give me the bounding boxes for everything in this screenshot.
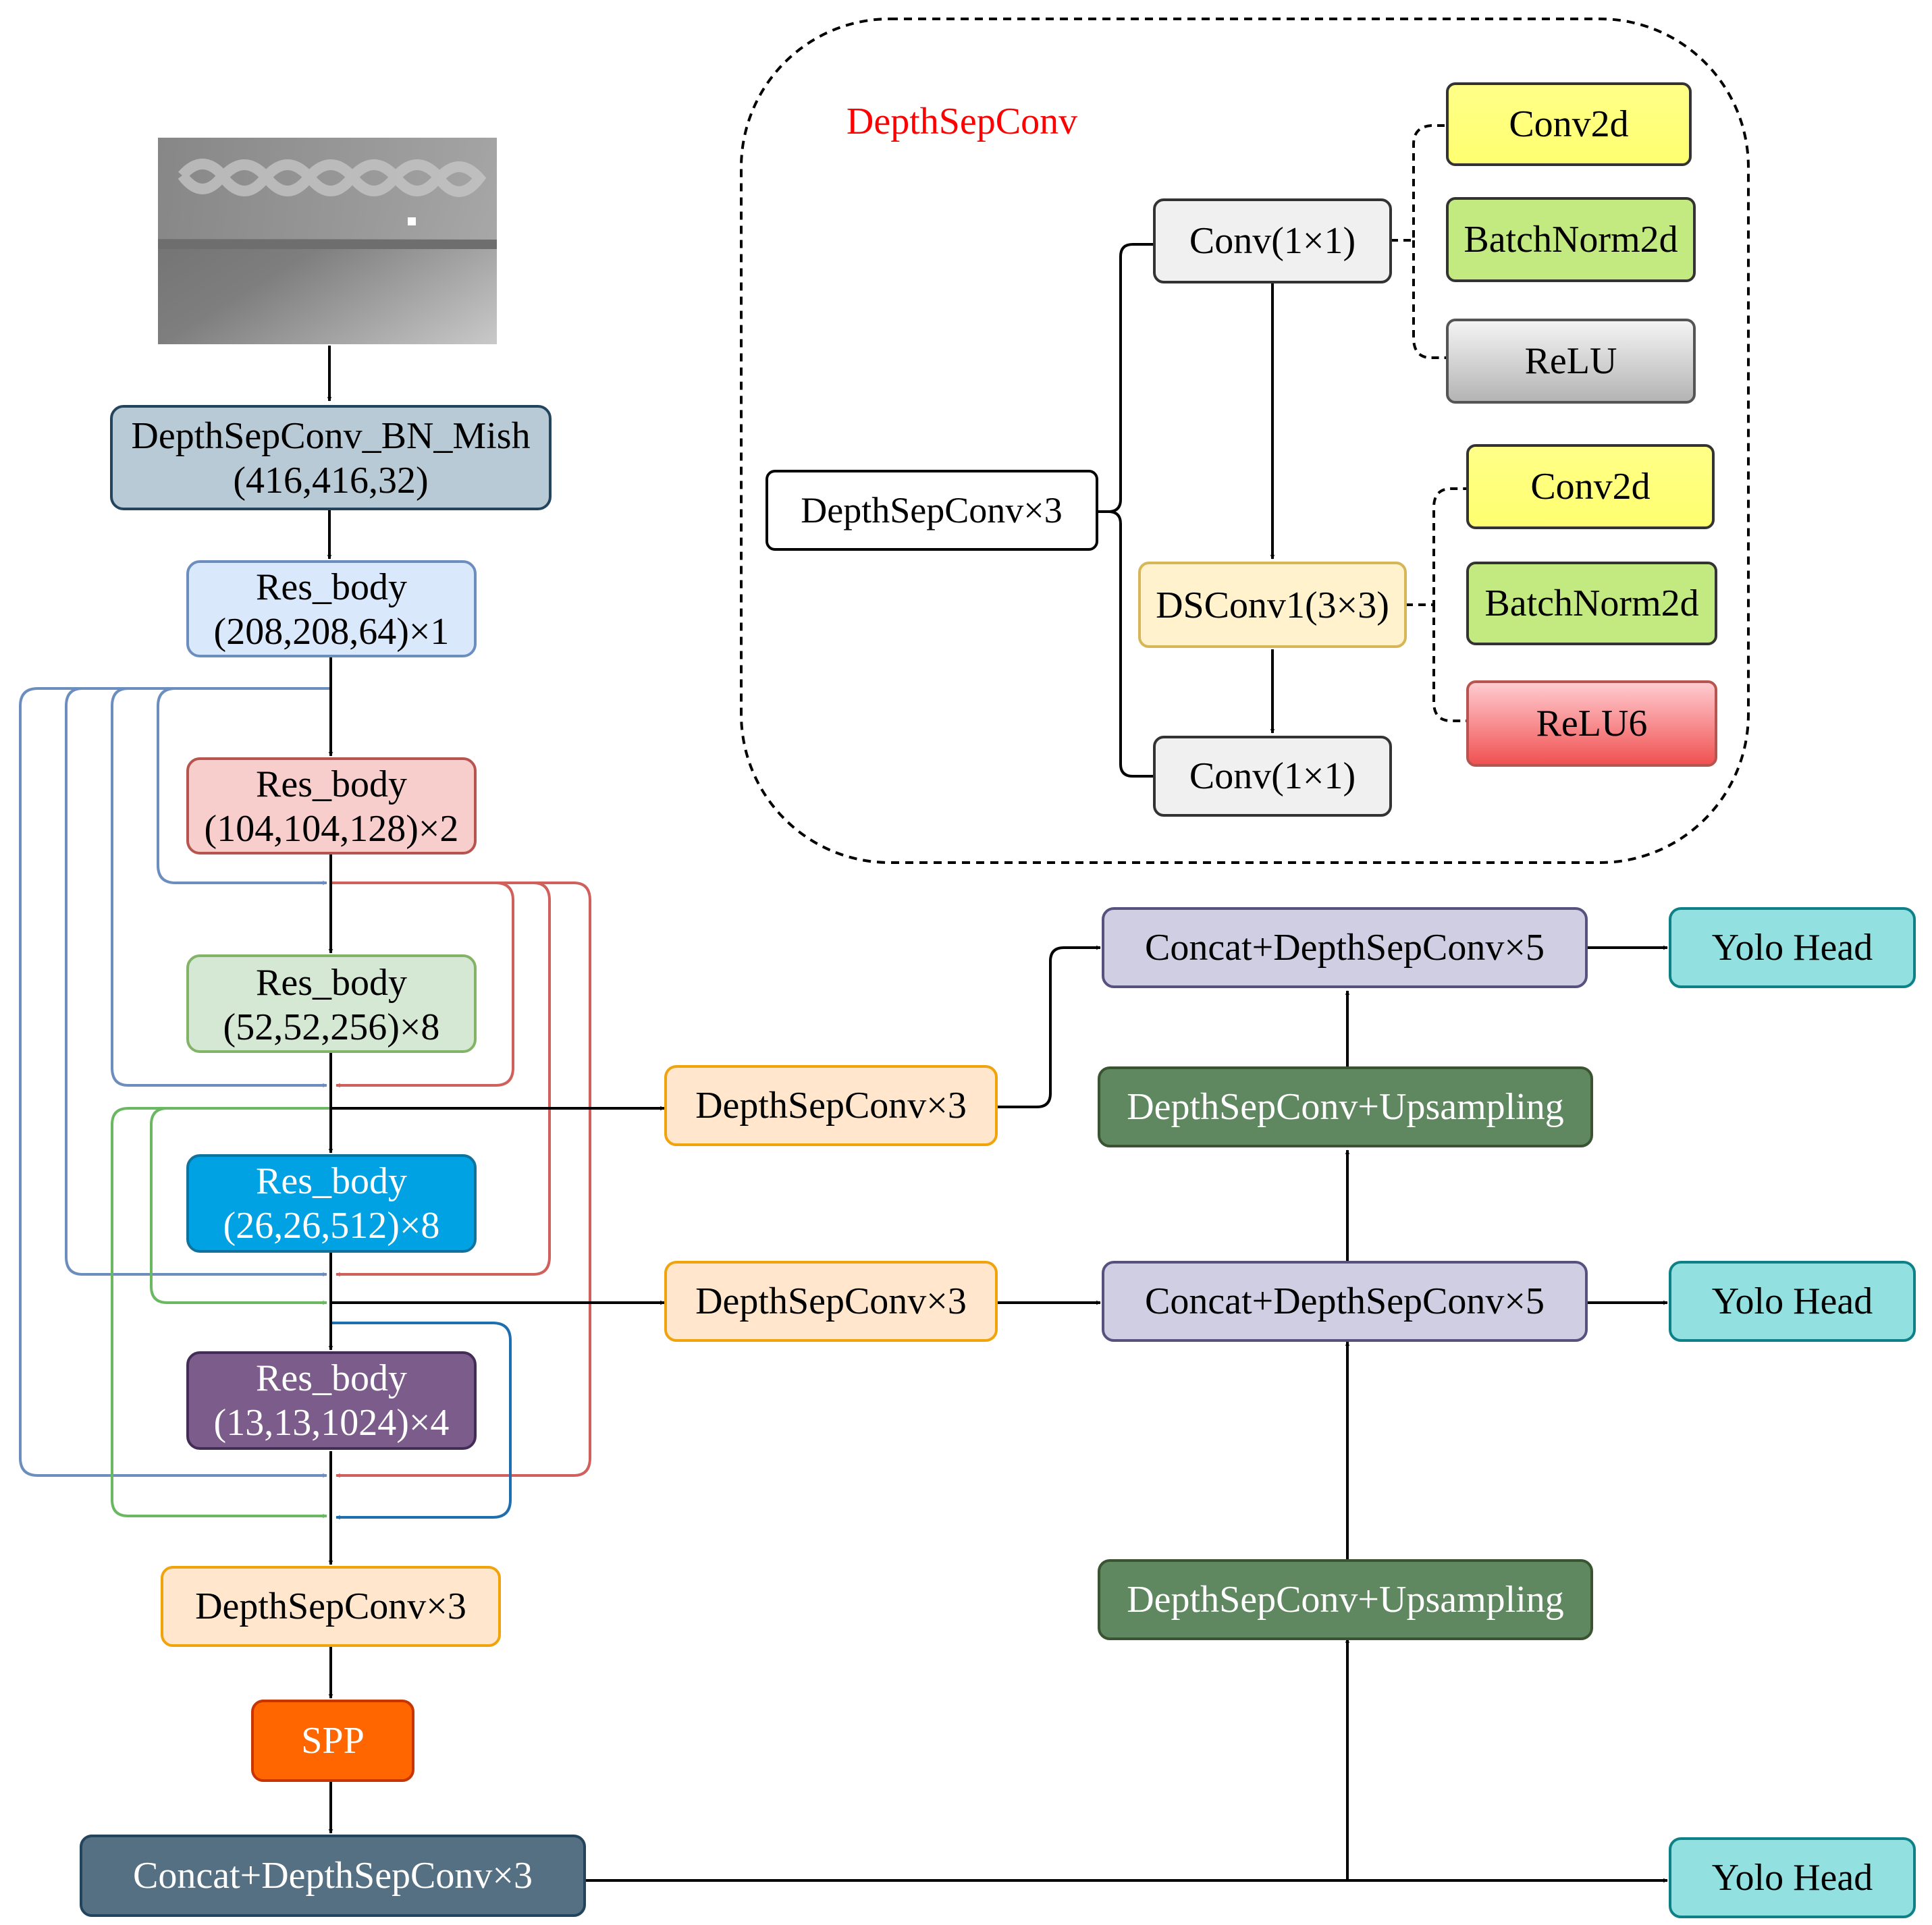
main-flow-arrows <box>327 346 1668 1883</box>
svg-text:Concat+DepthSepConv×5: Concat+DepthSepConv×5 <box>1145 1280 1545 1322</box>
svg-text:Res_body: Res_body <box>256 1357 407 1399</box>
svg-text:Concat+DepthSepConv×3: Concat+DepthSepConv×3 <box>133 1855 533 1897</box>
svg-text:(13,13,1024)×4: (13,13,1024)×4 <box>214 1402 450 1444</box>
svg-text:DepthSepConv+Upsampling: DepthSepConv+Upsampling <box>1127 1579 1564 1621</box>
detail-dashed-connectors <box>1391 124 1466 722</box>
detail-conv-bottom-node: Conv(1×1) <box>1153 736 1392 817</box>
skip-lines-darkblue <box>331 1322 512 1520</box>
svg-text:BatchNorm2d: BatchNorm2d <box>1464 219 1678 261</box>
svg-text:DepthSepConv+Upsampling: DepthSepConv+Upsampling <box>1127 1086 1564 1128</box>
detail-batchnorm-a-node: BatchNorm2d <box>1446 197 1696 282</box>
stem-node: DepthSepConv_BN_Mish (416,416,32) <box>110 405 552 510</box>
svg-text:Concat+DepthSepConv×5: Concat+DepthSepConv×5 <box>1145 927 1545 969</box>
svg-text:(26,26,512)×8: (26,26,512)×8 <box>223 1205 440 1247</box>
weld-xray-image-icon <box>158 138 497 344</box>
svg-text:(416,416,32): (416,416,32) <box>233 460 428 501</box>
svg-text:DepthSepConv×3: DepthSepConv×3 <box>695 1085 967 1127</box>
svg-text:DepthSepConv×3: DepthSepConv×3 <box>695 1280 967 1322</box>
svg-text:DSConv1(3×3): DSConv1(3×3) <box>1156 585 1389 626</box>
neck-conv3-top-node: DepthSepConv×3 <box>664 1065 998 1146</box>
detail-batchnorm-b-node: BatchNorm2d <box>1466 562 1717 645</box>
upsampling-bottom-node: DepthSepConv+Upsampling <box>1098 1559 1593 1640</box>
svg-text:Res_body: Res_body <box>256 962 407 1004</box>
detail-frame <box>740 18 1750 864</box>
svg-text:Conv2d: Conv2d <box>1530 466 1650 508</box>
svg-text:DepthSepConv_BN_Mish: DepthSepConv_BN_Mish <box>131 415 530 457</box>
detail-conv-top-node: Conv(1×1) <box>1153 198 1392 283</box>
skip-lines-red <box>331 882 591 1478</box>
detail-conv2d-a-node: Conv2d <box>1446 82 1692 166</box>
detail-relu6-node: ReLU6 <box>1466 680 1717 767</box>
svg-text:Res_body: Res_body <box>256 763 407 805</box>
svg-text:Res_body: Res_body <box>256 1160 407 1202</box>
yolo-head-top-node: Yolo Head <box>1669 907 1916 988</box>
svg-text:DepthSepConv×3: DepthSepConv×3 <box>801 490 1062 531</box>
spp-node: SPP <box>251 1700 414 1782</box>
upsampling-top-node: DepthSepConv+Upsampling <box>1098 1066 1593 1147</box>
svg-text:(104,104,128)×2: (104,104,128)×2 <box>205 808 459 850</box>
concat-mid-node: Concat+DepthSepConv×5 <box>1102 1261 1588 1342</box>
res-body-5-node: Res_body (13,13,1024)×4 <box>186 1351 477 1450</box>
detail-conv2d-b-node: Conv2d <box>1466 444 1715 529</box>
detail-relu-node: ReLU <box>1446 319 1696 404</box>
svg-text:Conv(1×1): Conv(1×1) <box>1189 220 1356 262</box>
svg-text:DepthSepConv×3: DepthSepConv×3 <box>195 1585 466 1627</box>
svg-text:Yolo Head: Yolo Head <box>1712 1280 1873 1322</box>
yolo-head-bottom-node: Yolo Head <box>1669 1837 1916 1918</box>
detail-title: DepthSepConv <box>847 101 1077 142</box>
neck-conv3-mid-node: DepthSepConv×3 <box>664 1261 998 1342</box>
backbone-concat-node: Concat+DepthSepConv×3 <box>80 1835 586 1917</box>
skip-lines-green <box>111 1107 331 1519</box>
detail-connectors <box>1097 243 1275 778</box>
svg-text:(52,52,256)×8: (52,52,256)×8 <box>223 1006 440 1048</box>
svg-text:BatchNorm2d: BatchNorm2d <box>1484 582 1698 624</box>
detail-root-node: DepthSepConv×3 <box>766 470 1098 551</box>
svg-text:Conv(1×1): Conv(1×1) <box>1189 755 1356 797</box>
skip-lines-blue <box>19 687 331 1478</box>
res-body-4-node: Res_body (26,26,512)×8 <box>186 1154 477 1253</box>
svg-text:Res_body: Res_body <box>256 566 407 608</box>
res-body-2-node: Res_body (104,104,128)×2 <box>186 757 477 855</box>
concat-top-node: Concat+DepthSepConv×5 <box>1102 907 1588 988</box>
res-body-1-node: Res_body (208,208,64)×1 <box>186 560 477 657</box>
yolo-head-mid-node: Yolo Head <box>1669 1261 1916 1342</box>
svg-text:(208,208,64)×1: (208,208,64)×1 <box>214 611 450 653</box>
svg-text:ReLU: ReLU <box>1525 340 1617 382</box>
svg-text:SPP: SPP <box>301 1720 364 1762</box>
detail-dsconv-node: DSConv1(3×3) <box>1138 562 1407 648</box>
backbone-conv3-node: DepthSepConv×3 <box>161 1566 501 1647</box>
svg-text:ReLU6: ReLU6 <box>1536 703 1648 744</box>
res-body-3-node: Res_body (52,52,256)×8 <box>186 954 477 1053</box>
svg-text:Conv2d: Conv2d <box>1509 103 1628 145</box>
svg-text:Yolo Head: Yolo Head <box>1712 1857 1873 1899</box>
svg-text:Yolo Head: Yolo Head <box>1712 927 1873 969</box>
